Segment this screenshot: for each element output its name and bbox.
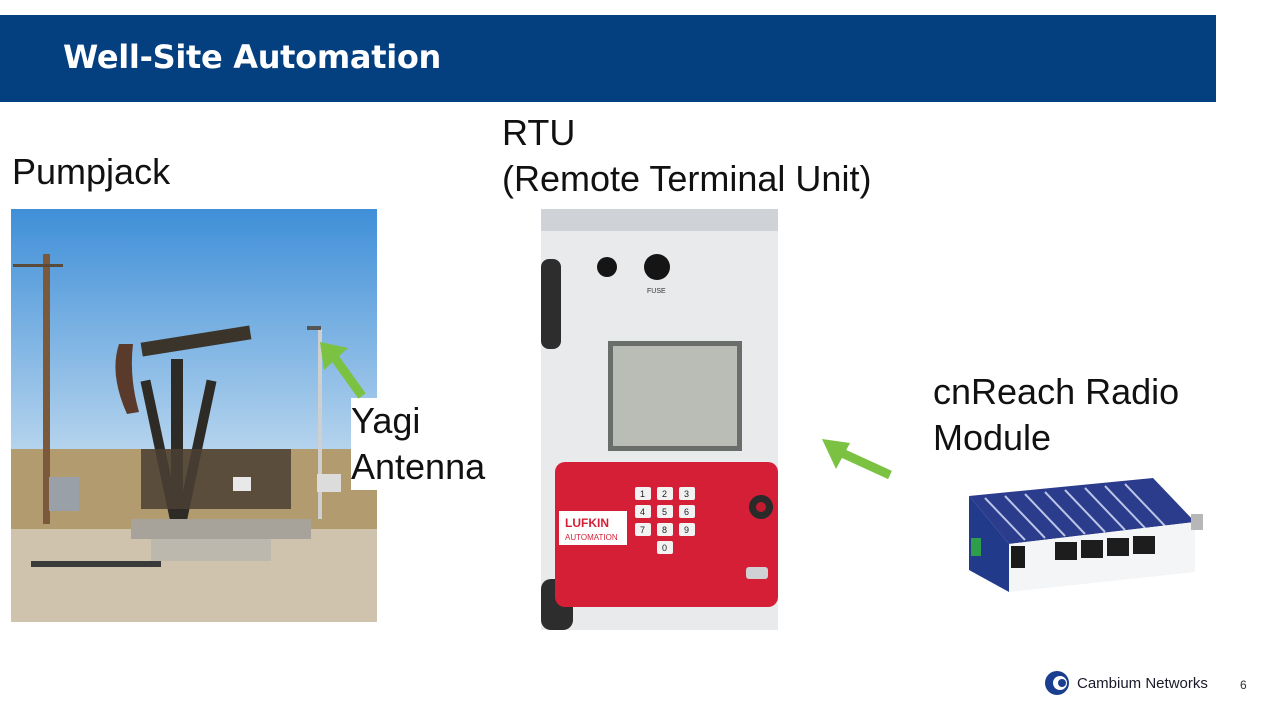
- slide-title: Well-Site Automation: [63, 38, 442, 76]
- yagi-arrow: [320, 342, 366, 399]
- rtu-arrow: [822, 439, 892, 480]
- rtu-label: RTU (Remote Terminal Unit): [502, 110, 871, 202]
- keypad-key-label: 1: [640, 489, 645, 499]
- keypad-key: [635, 487, 651, 500]
- fuse-label: FUSE: [647, 288, 666, 295]
- keypad-key: [657, 541, 673, 554]
- keypad-key-label: 9: [684, 525, 689, 535]
- cnreach-label-line1: cnReach Radio: [933, 371, 1180, 412]
- cnreach-label-line2: Module: [933, 417, 1052, 458]
- cambium-logo-icon: [1045, 671, 1069, 695]
- keypad-key: [679, 523, 695, 536]
- cambium-brand: Cambium Networks: [1077, 674, 1208, 692]
- keypad-key-label: 7: [640, 525, 645, 535]
- page-number: 6: [1240, 678, 1247, 692]
- keypad-key-label: 0: [662, 543, 667, 553]
- pumpjack-label: Pumpjack: [12, 151, 171, 192]
- keypad-key: [635, 523, 651, 536]
- rtu-keypad: 1 2 3 4 5 6 7 8 9 0: [635, 487, 695, 554]
- keypad-key: [657, 523, 673, 536]
- keypad-key-label: 5: [662, 507, 667, 517]
- keypad-key-label: 2: [662, 489, 667, 499]
- rtu-photo: FUSE LUFKIN AUTOMATION 1 2 3 4 5 6 7 8 9 0: [541, 209, 778, 630]
- cnreach-photo: [955, 468, 1207, 618]
- keypad-key: [657, 487, 673, 500]
- keypad-key: [657, 505, 673, 518]
- yagi-label-line2: Antenna: [351, 446, 486, 487]
- rtu-label-line2: (Remote Terminal Unit): [502, 158, 872, 199]
- keypad-key: [635, 505, 651, 518]
- title-bar: [0, 15, 1216, 102]
- keypad-key-label: 4: [640, 507, 645, 517]
- keypad-key: [679, 505, 695, 518]
- pumpjack-photo: [11, 209, 377, 622]
- cambium-logo: Cambium Networks: [1043, 668, 1208, 698]
- yagi-label-line1: Yagi: [351, 400, 421, 441]
- keypad-key-label: 6: [684, 507, 689, 517]
- cnreach-label: cnReach Radio Module: [933, 369, 1179, 461]
- automation-brand: AUTOMATION: [565, 533, 618, 542]
- keypad-key-label: 8: [662, 525, 667, 535]
- rtu-label-line1: RTU: [502, 112, 576, 153]
- keypad-key-label: 3: [684, 489, 689, 499]
- lufkin-brand: LUFKIN: [565, 516, 609, 530]
- yagi-label: Yagi Antenna: [351, 398, 486, 490]
- keypad-key: [679, 487, 695, 500]
